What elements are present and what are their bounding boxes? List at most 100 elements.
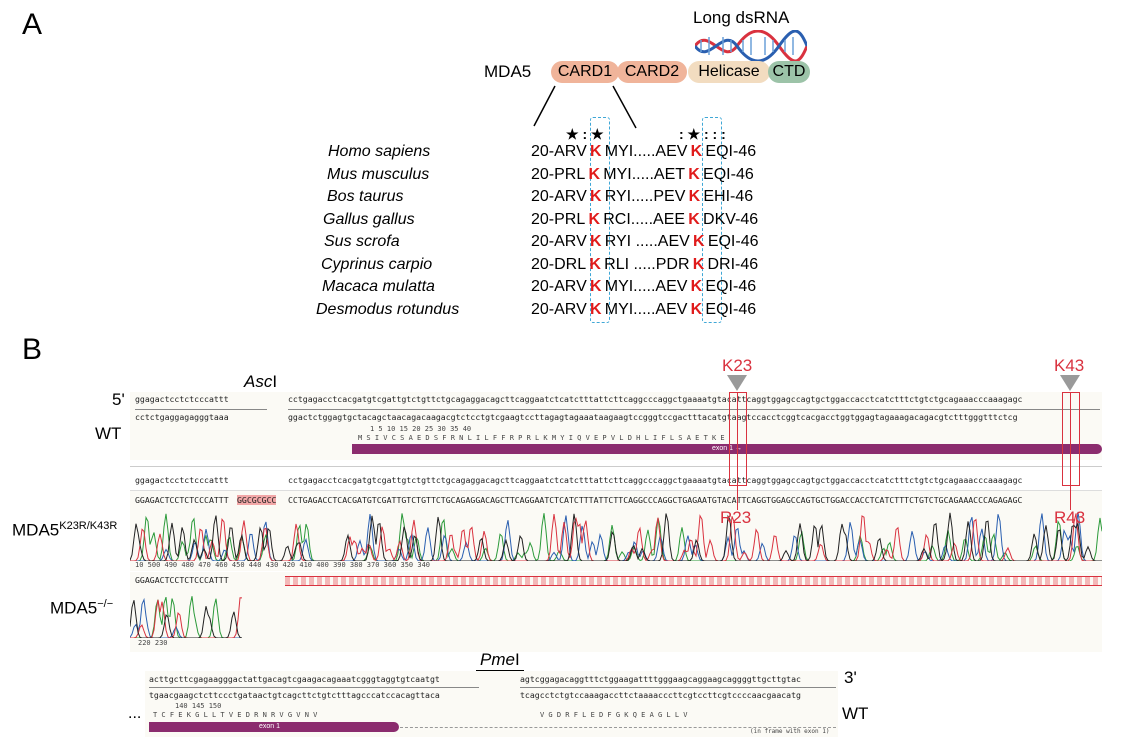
bot-seq-right: agtcggagacaggtttctggaagattttgggaagcaggaa… — [520, 674, 801, 684]
conserved-k23: K — [589, 255, 601, 273]
inframe-label: (in frame with exon 1) — [750, 728, 830, 735]
k23-mutation-box — [729, 392, 747, 486]
bot-aa-numbers: 140 145 150 — [175, 702, 222, 710]
sequence-segment: MYI.....AET — [603, 165, 686, 183]
sequence-segment: 20-ARV — [531, 278, 587, 295]
wt-bottom-track: acttgcttcgagaagggactattgacagtcgaagacagaa… — [145, 671, 838, 737]
trace-line — [130, 512, 1102, 561]
species-name: Bos taurus — [327, 188, 404, 205]
dsrna-helix-icon — [695, 30, 807, 62]
sequence-segment: 20-PRL — [531, 165, 586, 183]
domain-helicase: Helicase — [688, 61, 770, 83]
conserved-k43: K — [692, 255, 705, 273]
conserved-k23: K — [589, 188, 602, 205]
trace-line — [130, 513, 1102, 561]
conserved-k23: K — [589, 300, 602, 318]
ruler-main — [288, 409, 1100, 410]
exon-label-bottom: exon 1 — [259, 723, 281, 730]
k43-marker-icon — [1060, 375, 1080, 391]
wt-label-top: WT — [95, 424, 122, 443]
sequence-segment: MYI.....AEV — [604, 278, 688, 295]
exon-label-top: exon 1 — [712, 445, 734, 452]
conserved-k43: K — [688, 165, 700, 183]
species-name: Mus musculus — [327, 165, 430, 183]
species-name: Homo sapiens — [328, 143, 431, 160]
k43-highlight-box — [702, 117, 722, 323]
conserved-k43: K — [693, 233, 705, 250]
species-name: Cyprinus carpio — [321, 255, 433, 273]
wt-seq-left: ggagactcctctcccattt — [135, 394, 229, 404]
sequence-segment: EQI-46 — [705, 300, 757, 318]
conserved-k23: K — [589, 278, 602, 295]
k43-label: K43 — [1054, 356, 1085, 375]
sequence-segment: RCI.....AEE — [603, 210, 686, 228]
sequence-segment: RLI .....PDR — [604, 255, 690, 273]
species-name: Sus scrofa — [324, 233, 400, 250]
ko-seq-left: GGAGACTCCTCTCCCATTT — [135, 575, 229, 585]
sequence-segment: EQI-46 — [705, 278, 757, 295]
asci-site-label: AscI — [244, 372, 278, 391]
wt-aa-sequence: M S I V C S A E D S F R N L I L F F R P … — [358, 434, 725, 442]
k43-mutation-box — [1062, 392, 1080, 486]
sequence-segment: RYI .....AEV — [604, 233, 690, 250]
bottom-ellipsis: ... — [128, 705, 142, 722]
conserved-k43: K — [690, 300, 703, 318]
wt-seq-main: cctgagacctcacgatgtcgattgtctgttctgcagagga… — [288, 394, 1023, 404]
trace-line — [130, 513, 1102, 561]
sequence-segment: 20-ARV — [531, 188, 587, 205]
track-separator — [130, 466, 1102, 467]
asci-insert-seq: GGCGCGCC — [237, 495, 277, 505]
conserved-k23: K — [589, 233, 602, 250]
sequence-segment: DRI-46 — [707, 255, 759, 273]
pmei-underline — [476, 670, 524, 671]
pmei-site-label: PmeI — [480, 650, 520, 669]
k23-marker-icon — [727, 375, 747, 391]
bot-seq-left: acttgcttcgagaagggactattgacagtcgaagacagaa… — [149, 674, 440, 684]
sequence-segment: EQI-46 — [703, 165, 754, 183]
conserved-k43: K — [688, 210, 700, 228]
sequence-segment: DKV-46 — [703, 210, 759, 228]
trace-line — [130, 511, 1102, 561]
exon-bar-bottom: exon 1 — [149, 722, 399, 732]
conserved-k43: K — [690, 278, 703, 295]
k23-highlight-box — [590, 117, 610, 323]
three-prime-label: 3' — [844, 668, 857, 687]
conserved-k23: K — [588, 165, 601, 183]
sequence-segment: EHI-46 — [703, 188, 754, 205]
five-prime-label: 5' — [112, 390, 125, 409]
ruler-bot-left — [149, 687, 479, 688]
panel-b-label: B — [22, 333, 43, 366]
dsrna-label: Long dsRNA — [693, 8, 790, 27]
sequence-segment: 20-ARV — [531, 233, 587, 250]
mutant-label: MDA5K23R/K43R — [12, 520, 118, 540]
mut-seq-left: GGAGACTCCTCTCCCATTT — [135, 495, 229, 505]
wt-label-bottom: WT — [842, 704, 869, 723]
k23-mutation-line — [737, 392, 738, 510]
ruler-left — [135, 409, 267, 410]
mut-trace-axis: 10 500 490 480 470 460 450 440 430 420 4… — [135, 561, 431, 569]
ref2-seq-left: ggagactcctctcccattt — [135, 475, 229, 485]
conservation-symbols-left: ★ : ★ — [566, 126, 604, 142]
bot-aa-left: T C F E K G L L T V E D R N R V G V N V — [153, 711, 318, 719]
k43-mutation-line — [1070, 392, 1071, 510]
trace-line — [130, 597, 242, 638]
bot-aa-right: V G D R F L E D F G K Q E A G L L V — [540, 711, 688, 719]
zoom-lines — [533, 85, 637, 129]
ko-chromatogram — [130, 596, 242, 638]
species-name: Desmodus rotundus — [316, 300, 460, 318]
domain-card2: CARD2 — [617, 61, 687, 83]
ko-label: MDA5−/− — [50, 598, 114, 618]
sequence-segment: EQI-46 — [707, 233, 759, 250]
mutant-chromatogram — [130, 511, 1102, 561]
sequence-segment: 20-PRL — [531, 210, 586, 228]
ref2-seq-main: cctgagacctcacgatgtcgattgtctgttctgcagagga… — [288, 475, 1023, 485]
conserved-k23: K — [589, 143, 602, 160]
conserved-k43: K — [690, 143, 703, 160]
protein-label: MDA5 — [484, 62, 532, 81]
